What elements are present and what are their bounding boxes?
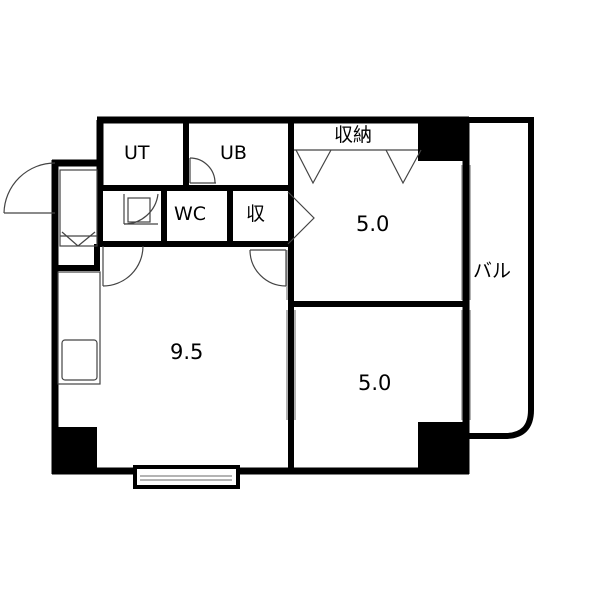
windows — [133, 165, 471, 489]
room-label-storage-small: 収 — [246, 203, 266, 225]
room-label-ub: UB — [220, 142, 247, 164]
room-label-balcony: バル — [473, 260, 512, 282]
room-label-wc: WC — [174, 203, 207, 225]
outer-walls — [51, 116, 470, 475]
room-label-bedroom-lower: 5.0 — [358, 371, 392, 395]
balcony-outline — [466, 117, 534, 439]
room-label-living: 9.5 — [170, 340, 204, 364]
door-swings — [3, 149, 422, 287]
kitchen-fixtures — [57, 169, 101, 385]
room-label-bedroom-upper: 5.0 — [356, 212, 390, 236]
room-label-storage-top: 収納 — [334, 124, 373, 146]
structural-columns — [55, 120, 469, 474]
interior-walls — [58, 120, 469, 471]
room-label-ut: UT — [124, 142, 150, 164]
